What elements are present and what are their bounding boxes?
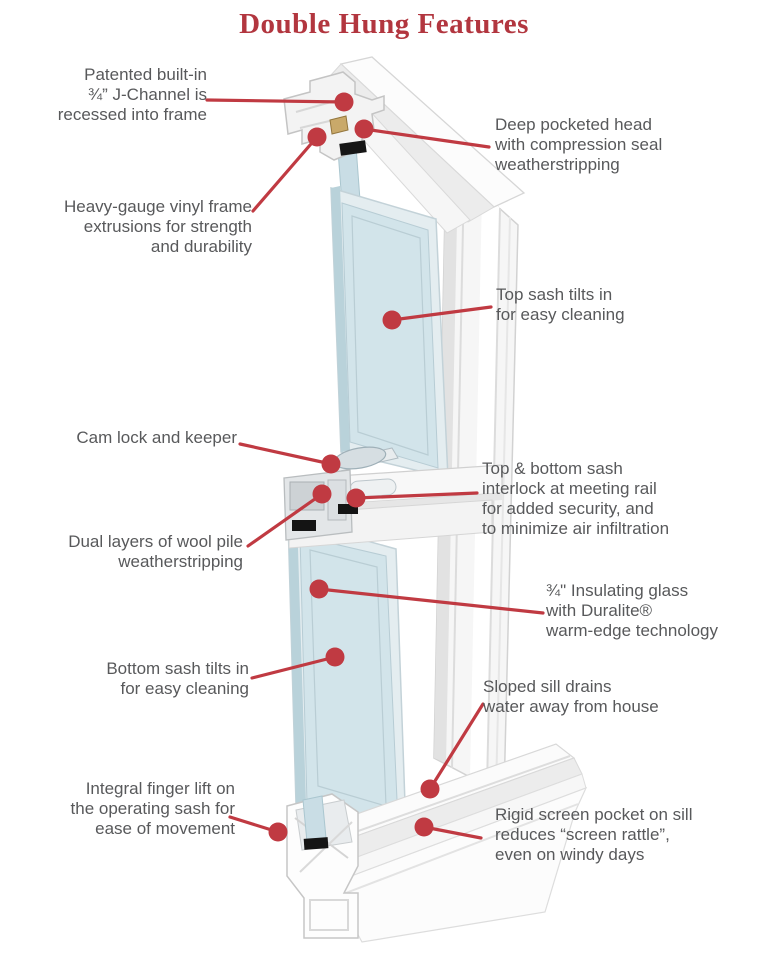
sill-seal [303, 837, 329, 850]
head-compression-seal [339, 140, 367, 156]
page-title: Double Hung Features [239, 8, 529, 40]
callout-line-insulating [317, 587, 545, 615]
callout-dot-top-sash [382, 310, 402, 330]
callout-dot-heavy-gauge [307, 127, 327, 147]
callout-dot-sloped-sill [420, 779, 440, 799]
callout-dot-interlock [346, 488, 366, 508]
callout-label-screen-pocket: Rigid screen pocket on sill reduces “scr… [495, 805, 693, 864]
keeper-hardware [329, 115, 349, 135]
callout-line-j-channel [205, 98, 346, 104]
callout-line-screen-pocket [422, 825, 483, 840]
callout-line-bottom-sash [250, 655, 337, 680]
callout-line-top-sash [390, 305, 493, 322]
callout-label-deep-pocket: Deep pocketed head with compression seal… [495, 115, 663, 174]
meeting-rail [283, 446, 503, 549]
callout-label-bottom-sash: Bottom sash tilts in for easy cleaning [106, 659, 249, 698]
meeting-rail-seal-right [338, 504, 358, 514]
callout-line-cam-lock [238, 442, 333, 466]
bottom-sash [287, 517, 407, 843]
callout-label-heavy-gauge: Heavy-gauge vinyl frame extrusions for s… [63, 197, 252, 256]
callout-line-deep-pocket [362, 127, 491, 149]
callout-label-sloped-sill: Sloped sill drains water away from house [483, 677, 659, 716]
sill [286, 743, 588, 943]
callout-label-interlock: Top & bottom sash interlock at meeting r… [482, 459, 670, 538]
callout-label-wool-pile: Dual layers of wool pile weatherstrippin… [68, 532, 243, 571]
callout-dot-cam-lock [321, 454, 341, 474]
callout-dot-finger-lift [268, 822, 288, 842]
callout-label-cam-lock: Cam lock and keeper [76, 428, 237, 447]
callout-line-wool-pile [246, 492, 324, 548]
top-sash-glass [341, 202, 439, 469]
callout-line-interlock [354, 491, 479, 500]
callout-dot-screen-pocket [414, 817, 434, 837]
callout-dots [268, 92, 440, 842]
callout-dot-bottom-sash [325, 647, 345, 667]
meeting-rail-seal-left [292, 520, 316, 531]
callout-line-sloped-sill [428, 702, 485, 791]
callout-label-top-sash: Top sash tilts in for easy cleaning [496, 285, 625, 324]
callout-dot-deep-pocket [354, 119, 374, 139]
callout-dot-j-channel [334, 92, 354, 112]
callout-label-insulating: ¾" Insulating glass with Duralite® warm-… [546, 581, 718, 640]
callout-label-finger-lift: Integral finger lift on the operating sa… [70, 779, 235, 838]
callout-dot-wool-pile [312, 484, 332, 504]
callout-line-heavy-gauge [251, 135, 319, 213]
callout-label-j-channel: Patented built-in ¾” J-Channel is recess… [57, 65, 207, 124]
callout-lines [205, 98, 545, 840]
glass-in-sill-pocket [302, 795, 327, 843]
top-sash [330, 186, 449, 479]
callout-dot-insulating [309, 579, 329, 599]
